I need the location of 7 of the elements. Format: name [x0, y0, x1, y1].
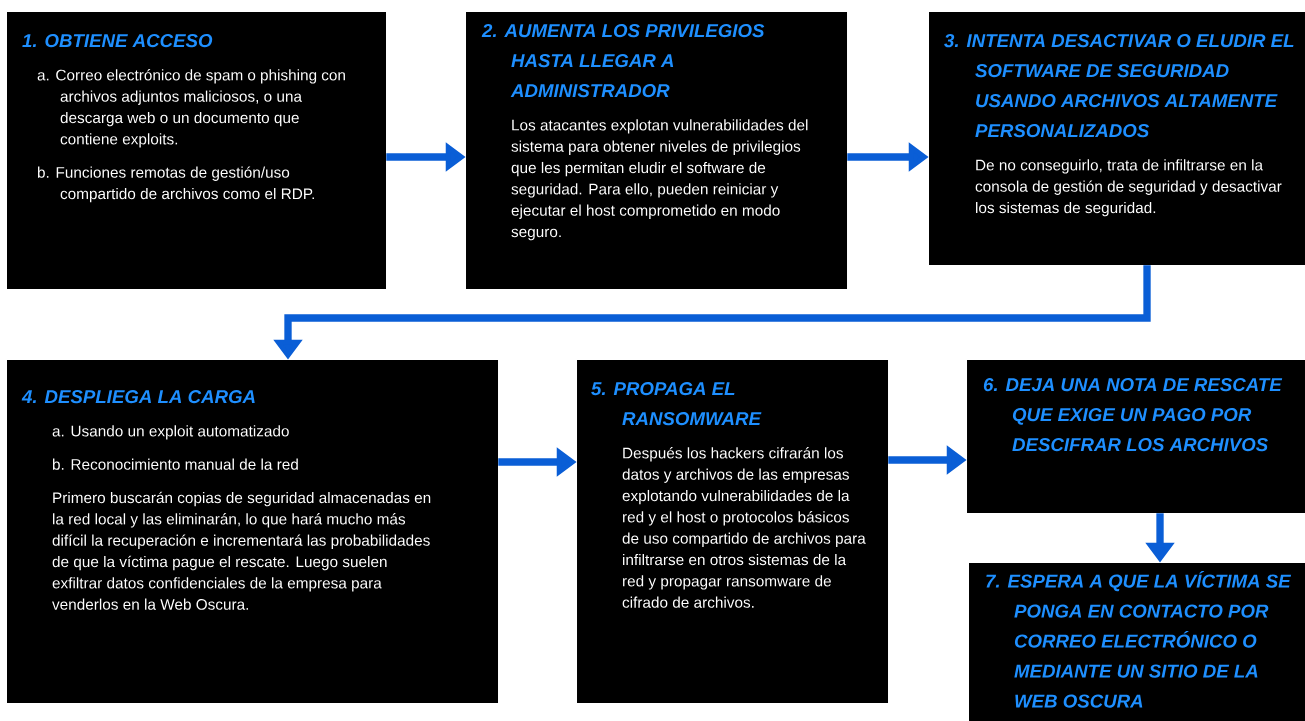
step-box: 1. OBTIENE ACCESO a. Correo electrónico de spam o phishing con archivos adjuntos maliciosos, o una descarga web o un documento que contiene exploits. b. Funciones remotas de gestión/uso compartido de archivos como el RDP.: [7, 12, 386, 289]
step-box: 6. DEJA UNA NOTA DE RESCATE QUE EXIGE UN PAGO POR DESCIFRAR LOS ARCHIVOS: [967, 360, 1305, 513]
step-box: 2. AUMENTA LOS PRIVILEGIOS HASTA LLEGAR A ADMINISTRADOR Los atacantes explotan vulnerabilidades del sistema para obtener niveles de privilegios que les permitan eludir el software de seguridad. Para ello, pueden reiniciar y ejecutar el host comprometido en modo seguro.: [466, 12, 847, 289]
step-box: 3. INTENTA DESACTIVAR O ELUDIR EL SOFTWARE DE SEGURIDAD USANDO ARCHIVOS ALTAMENTE PERSONALIZADOS De no conseguirlo, trata de infiltrarse en la consola de gestión de seguridad y desactivar los sistemas de seguridad.: [929, 12, 1305, 265]
step-box: 7. ESPERA A QUE LA VÍCTIMA SE PONGA EN CONTACTO POR CORREO ELECTRÓNICO O MEDIANTE UN SITIO DE LA WEB OSCURA: [969, 563, 1305, 721]
step-box: 5. PROPAGA EL RANSOMWARE Después los hackers cifrarán los datos y archivos de las empresas explotando vulnerabilidades de la red y el host o protocolos básicos de uso compartido de archivos para infiltrarse en otros sistemas de la red y propagar ransomware de cifrado de archivos.: [577, 360, 888, 703]
step-box: 4. DESPLIEGA LA CARGA a. Usando un exploit automatizado b. Reconocimiento manual de la red Primero buscarán copias de seguridad almacenadas en la red local y las eliminarán, lo que hará mucho más difícil la recuperación e incrementará las probabilidades de que la víctima pague el rescate. Luego suelen exfiltrar datos confidenciales de la empresa para venderlos en la Web Oscura.: [7, 360, 498, 703]
